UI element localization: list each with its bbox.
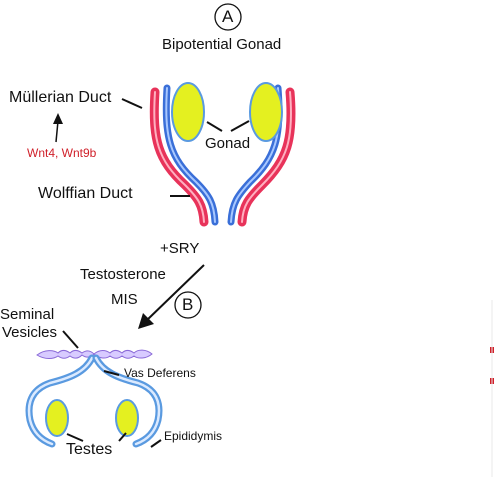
gonad-label: Gonad	[205, 135, 251, 152]
gonad-pointer-left	[206, 121, 223, 132]
seminal-vesicle-left	[36, 349, 95, 359]
genes-arrow-shaft	[55, 120, 59, 143]
vas-pointer	[103, 370, 120, 376]
mullerian-pointer	[121, 98, 143, 109]
epididymis-pointer	[150, 439, 162, 448]
gonad-pointer-right	[230, 120, 250, 132]
seminal-label-line1: Seminal	[0, 306, 55, 323]
testes-pointer-left	[66, 433, 84, 442]
testes-pointer-right	[118, 432, 127, 442]
gonad-right	[249, 82, 283, 142]
seminal-label-line2: Vesicles	[2, 324, 58, 341]
genes-arrow-head	[53, 113, 63, 124]
gonad-left	[171, 82, 205, 142]
transition-arrow-shaft	[145, 264, 205, 322]
stage-b-marker-circle	[174, 291, 202, 319]
epididymis-label: Epididymis	[164, 429, 223, 443]
seminal-vesicle-right	[93, 349, 153, 359]
seminal-pointer	[62, 330, 79, 349]
testes-label: Testes	[66, 441, 113, 458]
wolffian-duct-label: Wolffian Duct	[38, 185, 133, 202]
stage-a-marker: A	[222, 7, 234, 26]
genes-label: Wnt4, Wnt9b	[27, 146, 97, 160]
mullerian-duct-label: Müllerian Duct	[9, 89, 112, 106]
vas-deferens-label: Vas Deferens	[124, 366, 196, 380]
stage-a-title: Bipotential Gonad	[162, 36, 282, 53]
stage-b-marker: B	[182, 295, 194, 314]
factor-mis: MIS	[111, 291, 138, 308]
transition-arrow-head	[138, 313, 154, 329]
factor-sry: +SRY	[160, 240, 200, 257]
stage-a-marker-circle	[214, 3, 242, 31]
testis-right	[115, 399, 139, 437]
testis-left	[45, 399, 69, 437]
factor-testosterone: Testosterone	[80, 266, 166, 283]
